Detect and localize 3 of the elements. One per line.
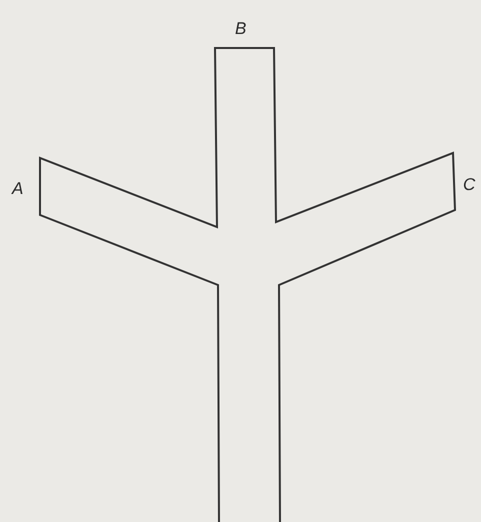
branch-label: A (12, 180, 24, 197)
branch-label: B (235, 20, 246, 37)
branch-label: C (463, 176, 476, 193)
